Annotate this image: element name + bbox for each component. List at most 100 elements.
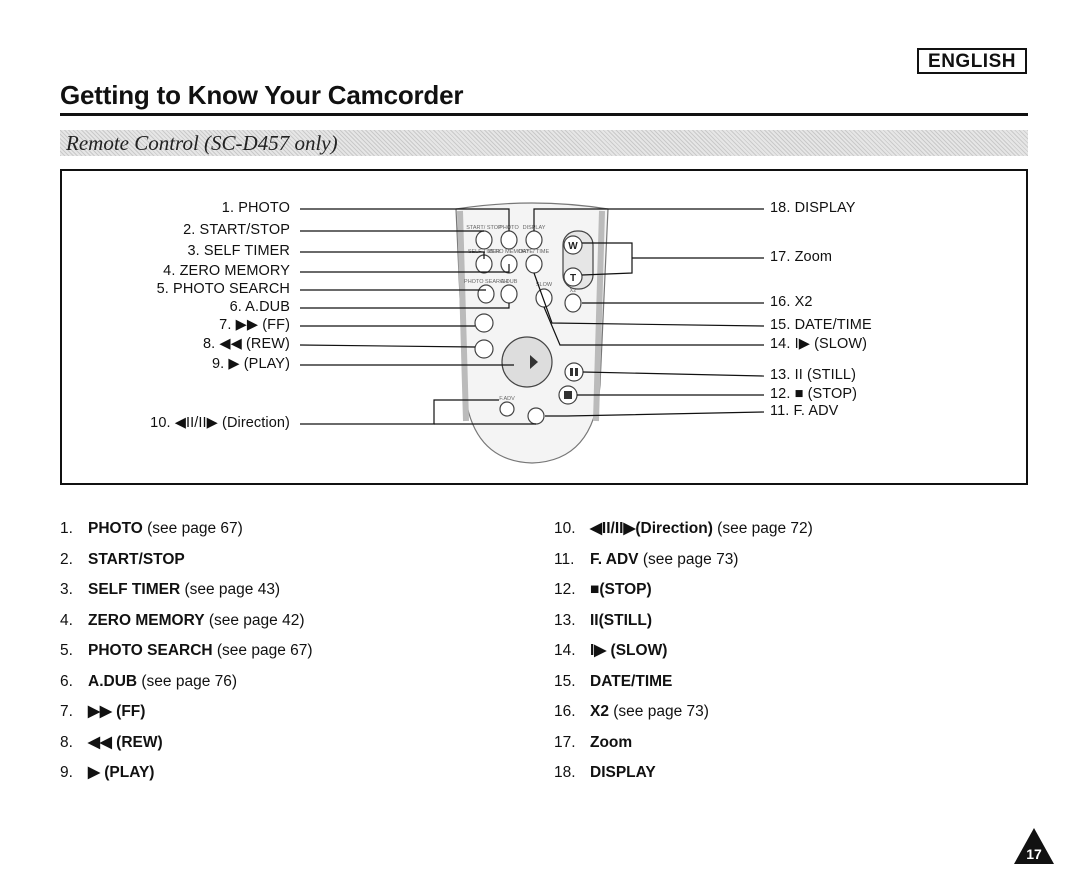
key-label-a-dub: A.DUB — [501, 279, 518, 285]
item-name: DATE/TIME — [590, 672, 673, 690]
list-item: 11. F. ADV (see page 73) — [554, 551, 813, 582]
still-icon: II — [590, 611, 599, 629]
language-label: ENGLISH — [917, 48, 1027, 74]
label-start-stop: 2. START/STOP — [183, 222, 290, 238]
list-item: 4.ZERO MEMORY (see page 42) — [60, 612, 313, 643]
label-slow: 14. I▶ (SLOW) — [770, 336, 868, 352]
item-name: PHOTO — [88, 520, 143, 537]
item-name: (STILL) — [598, 611, 652, 629]
key-label-date-time: DATE/ TIME — [519, 249, 550, 255]
item-number: 9. — [60, 764, 73, 781]
label-photo: 1. PHOTO — [221, 200, 290, 216]
label-zero-memory: 4. ZERO MEMORY — [163, 263, 290, 279]
item-name: START/STOP — [88, 550, 185, 568]
slow-icon: I▶ — [590, 642, 607, 659]
list-item: 13. II(STILL) — [554, 612, 813, 643]
list-item: 8. ◀◀ (REW) — [60, 734, 313, 765]
item-name: (STOP) — [599, 581, 652, 598]
list-item: 10. ◀II/II▶(Direction) (see page 72) — [554, 520, 813, 551]
item-page-ref: (see page 43) — [180, 581, 281, 598]
ff-icon: ▶▶ — [88, 703, 112, 720]
item-number: 10. — [554, 520, 576, 537]
list-item: 3. SELF TIMER (see page 43) — [60, 581, 313, 612]
key-label-zero-memory: ZERO MEMORY — [488, 249, 530, 255]
item-name: A.DUB — [88, 672, 138, 690]
item-page-ref: (see page 73) — [608, 703, 709, 720]
key-label-x2: X2 — [570, 288, 577, 294]
function-list-left: 1. PHOTO (see page 67) 2. START/STOP 3. SEL… — [60, 520, 313, 795]
remote-illustration: W T START/ STOP PHOTO DISPLAY SELF TIMER… — [299, 202, 765, 464]
item-page-ref: (see page 67) — [142, 520, 243, 537]
section-title: Remote Control (SC-D457 only) — [66, 131, 338, 155]
list-item: 2. START/STOP — [60, 551, 313, 582]
item-page-ref: (see page 67) — [212, 642, 313, 659]
item-number: 8. — [60, 733, 73, 751]
list-item: 6.A.DUB (see page 76) — [60, 673, 313, 704]
key-label-f-adv: F.ADV — [499, 396, 515, 402]
key-label-photo-search: PHOTO SEARCH — [464, 279, 508, 285]
rew-icon: ◀◀ — [88, 733, 112, 751]
label-photo-search: 5. PHOTO SEARCH — [156, 281, 290, 297]
list-item: 12.■(STOP) — [554, 581, 813, 612]
title-rule — [60, 113, 1028, 116]
label-date-time: 15. DATE/TIME — [770, 317, 872, 333]
item-name: X2 — [590, 703, 609, 720]
section-header: Remote Control (SC-D457 only) — [60, 130, 1028, 156]
label-still: 13. II (STILL) — [770, 367, 857, 383]
label-display: 18. DISPLAY — [770, 200, 856, 216]
label-f-adv: 11. F. ADV — [770, 403, 839, 419]
item-page-ref: (see page 42) — [204, 611, 305, 629]
play-icon: ▶ — [88, 764, 100, 781]
item-number: 7. — [60, 703, 73, 720]
page-title: Getting to Know Your Camcorder — [60, 80, 464, 110]
list-item: 1. PHOTO (see page 67) — [60, 520, 313, 551]
label-play: 9. ▶ (PLAY) — [211, 356, 290, 372]
item-number: 15. — [554, 672, 576, 690]
item-number: 13. — [554, 611, 576, 629]
item-name: F. ADV — [590, 550, 639, 568]
label-self-timer: 3. SELF TIMER — [187, 243, 290, 259]
item-number: 16. — [554, 703, 576, 720]
label-direction: 10. ◀II/II▶ (Direction) — [150, 415, 290, 431]
item-name: (Direction) — [635, 520, 713, 537]
label-stop: 12. ■ (STOP) — [770, 386, 858, 402]
item-number: 11. — [554, 550, 575, 568]
item-name: ZERO MEMORY — [88, 611, 205, 629]
list-item: 5. PHOTO SEARCH (see page 67) — [60, 642, 313, 673]
list-item: 9. ▶ (PLAY) — [60, 764, 313, 795]
item-name: DISPLAY — [590, 764, 656, 781]
item-name: (REW) — [116, 733, 163, 751]
item-name: Zoom — [590, 733, 633, 751]
item-name: PHOTO SEARCH — [88, 642, 213, 659]
item-number: 17. — [554, 733, 576, 751]
page-number-badge: 17 — [1014, 828, 1054, 864]
list-item: 14. I▶ (SLOW) — [554, 642, 813, 673]
list-item: 7. ▶▶ (FF) — [60, 703, 313, 734]
item-number: 14. — [554, 642, 576, 659]
item-page-ref: (see page 73) — [638, 550, 739, 568]
item-name: (FF) — [116, 703, 146, 720]
label-ff: 7. ▶▶ (FF) — [219, 317, 290, 333]
label-zoom: 17. Zoom — [770, 249, 833, 265]
key-label-t: T — [570, 273, 576, 284]
page-number: 17 — [1026, 846, 1042, 862]
key-label-w: W — [568, 241, 578, 252]
key-label-slow: SLOW — [536, 282, 553, 288]
item-number: 5. — [60, 642, 73, 659]
list-item: 18.DISPLAY — [554, 764, 813, 795]
item-number: 1. — [60, 520, 73, 537]
remote-diagram: W T START/ STOP PHOTO DISPLAY SELF TIMER… — [60, 169, 1028, 485]
key-label-start-stop: START/ STOP — [466, 225, 502, 231]
label-x2: 16. X2 — [770, 294, 813, 310]
stop-icon: ■ — [590, 581, 600, 598]
function-list-right: 10. ◀II/II▶(Direction) (see page 72) 11. F… — [554, 520, 813, 795]
item-number: 2. — [60, 550, 73, 568]
item-number: 6. — [60, 672, 73, 690]
item-page-ref: (see page 72) — [712, 520, 813, 537]
list-item: 16. X2 (see page 73) — [554, 703, 813, 734]
item-number: 3. — [60, 581, 73, 598]
item-name: (SLOW) — [610, 642, 668, 659]
item-name: (PLAY) — [104, 764, 155, 781]
direction-icon: ◀II/II▶ — [590, 520, 636, 537]
item-name: SELF TIMER — [88, 581, 181, 598]
